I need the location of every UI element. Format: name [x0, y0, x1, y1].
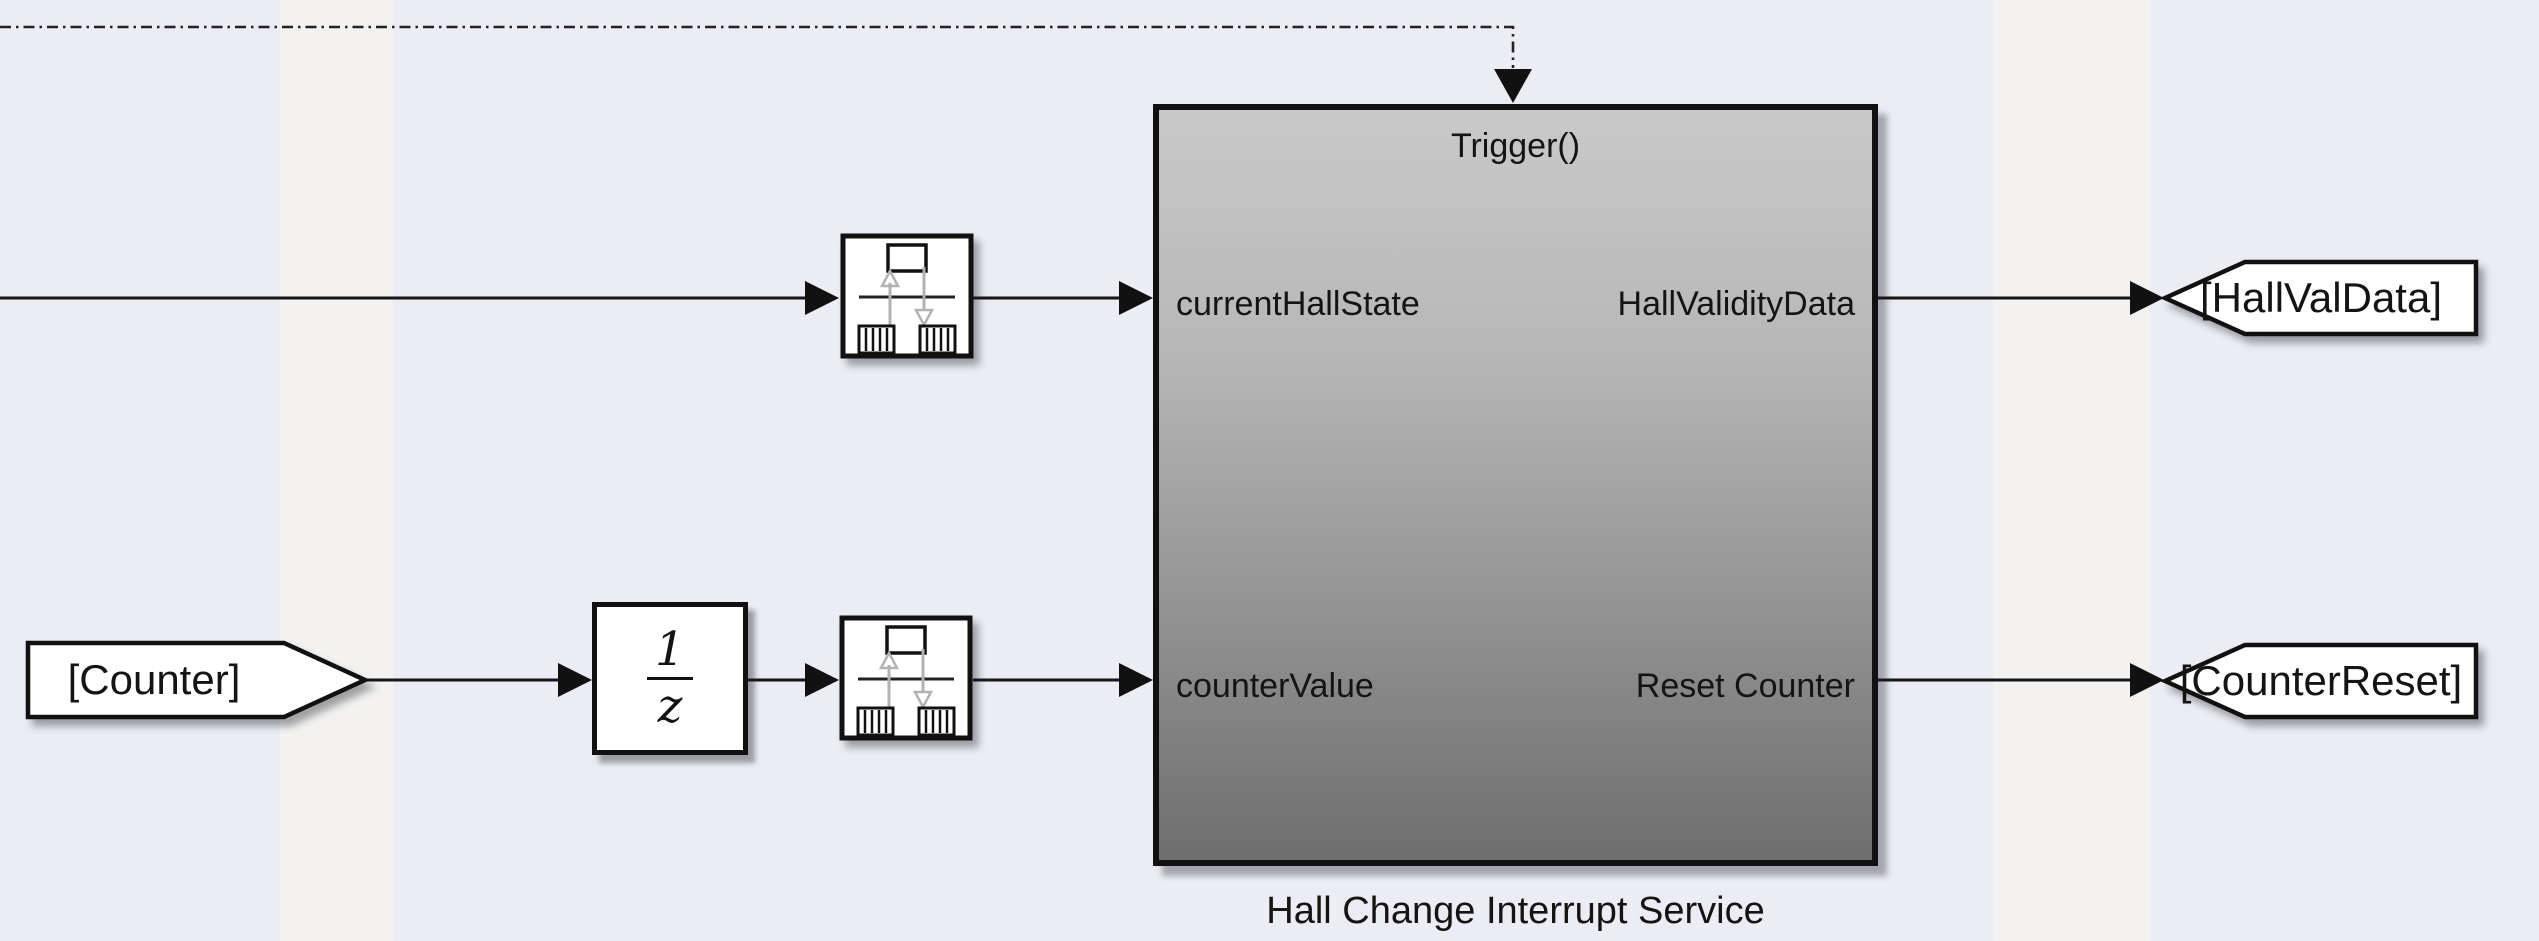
goto-tag-icon: [2161, 259, 2479, 337]
signal-line-delay-to-rt2[interactable]: [748, 663, 839, 697]
tag-label: [HallValData]: [2200, 274, 2442, 321]
signal-line-rt1-to-subsystem[interactable]: [973, 281, 1153, 315]
unit-delay-denominator: z: [657, 679, 683, 734]
canvas-stripe: [1993, 0, 2150, 941]
tag-label: [Counter]: [67, 656, 241, 703]
rate-transition-block-lower[interactable]: [839, 615, 973, 741]
arrowhead-icon: [1119, 281, 1153, 315]
signal-line-rt2-to-subsystem[interactable]: [973, 663, 1153, 697]
rate-transition-icon: [840, 233, 974, 359]
from-tag-icon: [25, 640, 371, 720]
triggered-subsystem-block[interactable]: Trigger() currentHallState counterValue …: [1153, 104, 1878, 866]
fraction-bar: [647, 677, 693, 680]
arrowhead-icon: [558, 663, 592, 697]
signal-line-hallstate-in[interactable]: [0, 281, 839, 315]
rate-transition-icon: [839, 615, 973, 741]
arrowhead-icon: [2130, 281, 2164, 315]
input-port-label-countervalue: counterValue: [1176, 667, 1374, 705]
trigger-signal-line[interactable]: [0, 25, 1532, 103]
input-port-label-currenthallstate: currentHallState: [1176, 285, 1420, 323]
trigger-port-label: Trigger(): [1450, 127, 1581, 165]
unit-delay-block[interactable]: 1 z: [592, 602, 748, 755]
output-port-label-hallvaliditydata: HallValidityData: [1617, 285, 1855, 323]
tag-label: [CounterReset]: [2179, 657, 2463, 704]
arrowhead-icon: [805, 663, 839, 697]
arrowhead-icon: [2130, 663, 2164, 697]
output-port-label-resetcounter: Reset Counter: [1635, 667, 1855, 705]
signal-line-subsystem-to-counterreset[interactable]: [1878, 663, 2164, 697]
arrowhead-icon: [805, 281, 839, 315]
trigger-arrowhead-icon: [1494, 69, 1532, 103]
signal-line-subsystem-to-hallvaldata[interactable]: [1878, 281, 2164, 315]
signal-line-counter-to-delay[interactable]: [365, 663, 592, 697]
arrowhead-icon: [1119, 663, 1153, 697]
canvas-stripe: [280, 0, 393, 941]
unit-delay-expression: 1 z: [647, 626, 693, 731]
rate-transition-block-upper[interactable]: [840, 233, 974, 359]
goto-tag-icon: [2161, 642, 2479, 720]
subsystem-name-label[interactable]: Hall Change Interrupt Service: [1266, 890, 1765, 932]
unit-delay-numerator: 1: [655, 622, 685, 677]
